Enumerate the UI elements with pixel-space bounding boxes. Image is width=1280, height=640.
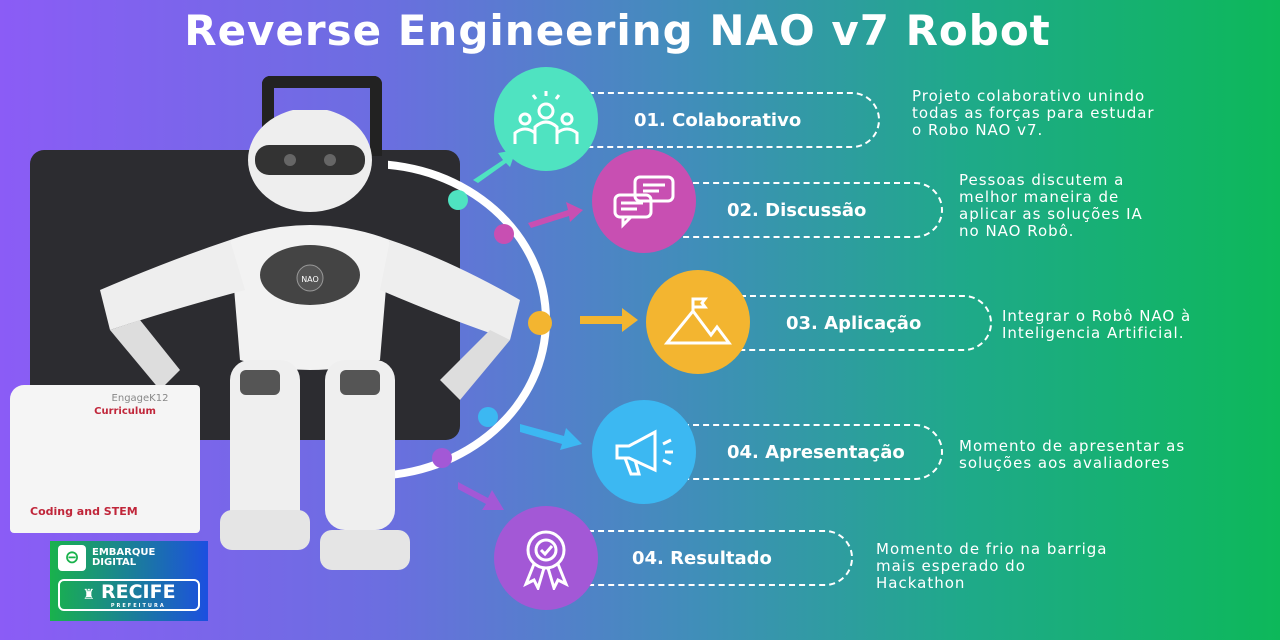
arrow-icon xyxy=(580,308,638,332)
book-heading: Curriculum xyxy=(94,406,156,417)
embarque-icon: ⊖ xyxy=(58,545,86,571)
description-line: Pessoas discutem a xyxy=(959,171,1125,189)
award-badge-icon xyxy=(523,530,569,590)
description-line: Projeto colaborativo unindo xyxy=(912,87,1146,105)
step-pill-5: 04. Resultado xyxy=(560,530,853,586)
step-label-2: 02. Discussão xyxy=(727,199,867,221)
team-icon xyxy=(513,91,579,144)
description-line: melhor maneira de xyxy=(959,188,1120,206)
description-line: Integrar o Robô NAO à xyxy=(1002,307,1192,325)
description-line: mais esperado do xyxy=(876,557,1026,575)
step-circle-4 xyxy=(592,400,696,504)
description-line: no NAO Robô. xyxy=(959,222,1075,240)
timeline-dot-5 xyxy=(432,448,452,468)
step-circle-2 xyxy=(592,149,696,253)
arrow-icon xyxy=(520,424,582,450)
nao-robot-image: NAO xyxy=(100,110,520,570)
book-brand: EngageK12 xyxy=(111,393,169,404)
megaphone-icon xyxy=(615,429,673,476)
step-label-1: 01. Colaborativo xyxy=(634,109,802,131)
step-circle-1 xyxy=(494,67,598,171)
step-pill-3: 03. Aplicação xyxy=(712,295,992,351)
logo-city: RECIFE xyxy=(100,581,176,603)
step-pill-1: 01. Colaborativo xyxy=(560,92,880,148)
page-title: Reverse Engineering NAO v7 Robot xyxy=(184,6,1051,55)
case-handle xyxy=(262,76,382,156)
step-label-3: 03. Aplicação xyxy=(786,312,922,334)
logo-org: PREFEITURA xyxy=(110,603,166,609)
curriculum-book-image: EngageK12 Curriculum Coding and STEM xyxy=(10,385,200,533)
description-line: o Robo NAO v7. xyxy=(912,121,1044,139)
step-label-4: 04. Apresentação xyxy=(727,441,905,463)
arrow-icon xyxy=(528,202,583,228)
arrow-icon xyxy=(458,482,504,510)
step-pill-2: 02. Discussão xyxy=(655,182,943,238)
mountain-flag-icon xyxy=(663,297,732,345)
chat-bubbles-icon xyxy=(613,175,675,229)
step-label-5: 04. Resultado xyxy=(632,547,772,569)
coat-of-arms-icon: ♜ xyxy=(82,587,95,603)
arrow-icon xyxy=(473,150,516,183)
description-line: Hackathon xyxy=(876,574,966,592)
step-circle-3 xyxy=(646,270,750,374)
description-line: Momento de apresentar as xyxy=(959,437,1186,455)
chest-label: NAO xyxy=(301,275,319,284)
step-pill-4: 04. Apresentação xyxy=(655,424,943,480)
logo-line1: EMBARQUE xyxy=(92,547,156,558)
step-circle-5 xyxy=(494,506,598,610)
book-subtitle: Coding and STEM xyxy=(30,505,138,518)
logo-line2: DIGITAL xyxy=(92,557,137,568)
description-line: soluções aos avaliadores xyxy=(959,454,1171,472)
description-line: todas as forças para estudar xyxy=(912,104,1155,122)
timeline-dot-3 xyxy=(528,311,552,335)
timeline-dot-2 xyxy=(494,224,514,244)
timeline-dot-4 xyxy=(478,407,498,427)
description-line: Inteligencia Artificial. xyxy=(1002,324,1185,342)
timeline-dot-1 xyxy=(448,190,468,210)
description-line: aplicar as soluções IA xyxy=(959,205,1143,223)
description-line: Momento de frio na barriga xyxy=(876,540,1108,558)
